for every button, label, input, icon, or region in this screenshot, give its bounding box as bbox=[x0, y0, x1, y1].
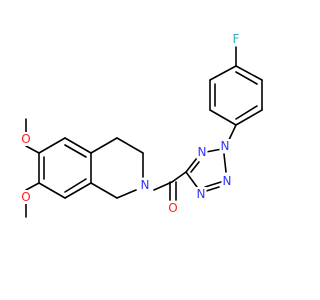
atom-tetrazole-n3: N bbox=[223, 174, 232, 188]
structure-canvas: F N N N N N O O O bbox=[20, 32, 263, 218]
atom-label-background bbox=[231, 32, 241, 46]
atom-label-background bbox=[219, 139, 231, 153]
atom-tetrazole-n1: N bbox=[221, 139, 230, 153]
bond bbox=[64, 137, 92, 154]
bond bbox=[90, 182, 118, 199]
bond bbox=[209, 109, 237, 126]
bond bbox=[64, 144, 87, 158]
atom-label-background bbox=[20, 190, 32, 204]
atom-methoxy-oxygen-lower: O bbox=[21, 190, 30, 204]
atom-label-background bbox=[20, 132, 32, 146]
bond bbox=[235, 71, 258, 85]
atom-label-background bbox=[139, 178, 151, 192]
bond bbox=[153, 181, 173, 191]
bond bbox=[64, 182, 92, 199]
atom-fluorine: F bbox=[233, 32, 240, 46]
atom-label-layer: F N N N N N O O O bbox=[20, 32, 241, 215]
atom-label-background bbox=[196, 145, 208, 159]
bond bbox=[235, 65, 263, 81]
bond bbox=[25, 145, 40, 154]
bond bbox=[190, 161, 200, 173]
bond bbox=[204, 181, 222, 188]
bond bbox=[64, 178, 87, 193]
atom-tetrazole-n4: N bbox=[197, 187, 206, 201]
bond bbox=[38, 182, 66, 199]
bond bbox=[116, 189, 137, 199]
molecule-structure: F N N N N N O O O bbox=[20, 32, 263, 218]
bond bbox=[205, 148, 223, 153]
atom-label-background bbox=[221, 174, 233, 188]
atom-label-background bbox=[167, 201, 179, 215]
bond bbox=[38, 137, 66, 154]
bond bbox=[223, 153, 227, 173]
atom-tetrazole-n2: N bbox=[198, 145, 207, 159]
bond bbox=[90, 137, 118, 154]
atom-methoxy-oxygen-upper: O bbox=[21, 132, 30, 146]
bond bbox=[185, 157, 198, 173]
atom-amide-nitrogen: N bbox=[141, 178, 150, 192]
bond bbox=[235, 109, 263, 126]
bond bbox=[116, 137, 144, 154]
bond bbox=[209, 65, 237, 81]
bond bbox=[235, 105, 258, 120]
bond bbox=[25, 182, 40, 191]
atom-carbonyl-oxygen: O bbox=[168, 201, 177, 215]
bond bbox=[171, 171, 187, 183]
atom-label-background bbox=[195, 187, 207, 201]
bond bbox=[185, 171, 198, 188]
